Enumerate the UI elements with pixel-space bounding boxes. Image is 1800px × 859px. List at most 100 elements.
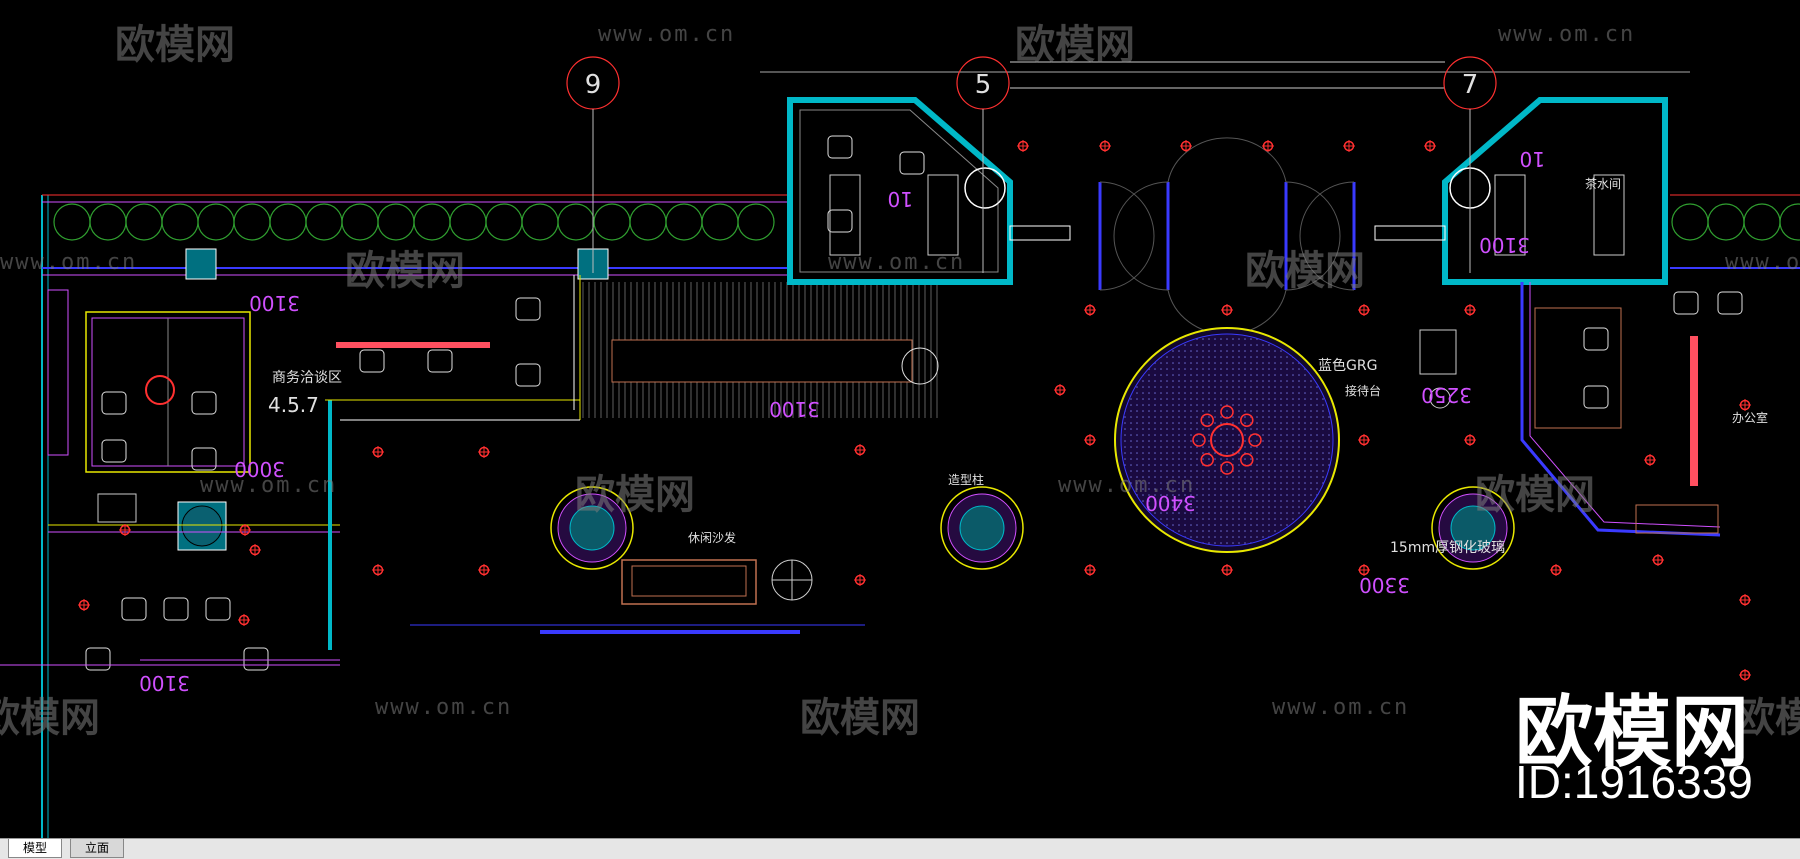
ceiling-light <box>238 614 250 626</box>
ceiling-light <box>1221 564 1233 576</box>
dimension-label: 3400 <box>1145 491 1196 515</box>
round-column <box>550 486 634 570</box>
chair <box>1717 291 1743 315</box>
room-label: 办公室 <box>1732 410 1768 425</box>
chair <box>427 349 453 373</box>
chair <box>515 363 541 387</box>
ceiling-light <box>854 574 866 586</box>
tab-model[interactable]: 模型 <box>8 839 63 858</box>
watermark-logo: 欧模网 <box>1735 695 1800 741</box>
glass-partition <box>0 624 865 666</box>
axis-label: 9 <box>585 70 602 100</box>
room-label: 接待台 <box>1345 383 1381 398</box>
light-fixture <box>901 347 939 385</box>
ceiling-light <box>1739 399 1751 411</box>
planting-strip <box>53 203 1800 241</box>
dimension-label: 3300 <box>1359 573 1410 597</box>
room-label: 15mm厚钢化玻璃 <box>1390 539 1505 556</box>
ceiling-light <box>478 446 490 458</box>
meeting-room <box>47 275 581 650</box>
grg-ceiling-circle <box>1114 327 1340 553</box>
watermark-logo: 欧模网 <box>1245 248 1365 294</box>
lounge-sofa <box>621 559 813 605</box>
watermark-logo: 欧模网 <box>345 248 465 294</box>
shrub <box>233 203 271 241</box>
ceiling-light <box>119 524 131 536</box>
shrub <box>701 203 739 241</box>
watermark-url: www.om.cn <box>0 250 138 275</box>
dimension-label: 3250 <box>1421 383 1472 407</box>
ceiling-light <box>1054 384 1066 396</box>
watermark-url: www.om.cn <box>1058 473 1196 498</box>
shrub <box>305 203 343 241</box>
shrub <box>737 203 775 241</box>
layout-tab-bar: 模型 立面 <box>0 838 1800 859</box>
ceiling-light <box>1739 669 1751 681</box>
shrub <box>161 203 199 241</box>
ceiling-light <box>1358 304 1370 316</box>
watermark-url: www.om.cn <box>1725 250 1800 275</box>
shrub <box>125 203 163 241</box>
dimension-label: 3100 <box>1479 233 1530 257</box>
shrub <box>413 203 451 241</box>
round-column <box>940 486 1024 570</box>
dimension-label: 10 <box>1520 147 1545 171</box>
shrub <box>449 203 487 241</box>
dimension-label: 10 <box>888 187 913 211</box>
watermark-url: www.om.cn <box>598 22 736 47</box>
stair-landing <box>611 339 913 383</box>
ceiling-light <box>1099 140 1111 152</box>
chandelier <box>1192 405 1262 475</box>
ceiling-light <box>1424 140 1436 152</box>
room-label: 造型柱 <box>948 472 984 487</box>
watermark-logo: 欧模网 <box>800 695 920 741</box>
ceiling-light <box>1180 140 1192 152</box>
ceiling-light <box>1221 304 1233 316</box>
round-columns <box>550 486 1515 570</box>
ceiling-light <box>1084 564 1096 576</box>
ceiling-light <box>78 599 90 611</box>
chair <box>163 597 189 621</box>
chair <box>1583 327 1609 351</box>
shrub <box>593 203 631 241</box>
watermark-url: www.om.cn <box>200 473 338 498</box>
axis-label: 5 <box>975 70 992 100</box>
axis-marker: 9 <box>566 56 620 273</box>
watermark-logo: 欧模网 <box>1015 22 1135 68</box>
ceiling-light <box>478 564 490 576</box>
shrub <box>629 203 667 241</box>
ceiling-light <box>372 564 384 576</box>
stair-hatch <box>582 282 939 418</box>
chair <box>359 349 385 373</box>
room-label: 商务洽谈区 <box>272 370 342 386</box>
chair <box>121 597 147 621</box>
shrub <box>557 203 595 241</box>
shrub <box>377 203 415 241</box>
ceiling-light <box>854 444 866 456</box>
reception-desk <box>1419 282 1721 537</box>
chair <box>1583 385 1609 409</box>
watermark-url: www.om.cn <box>1272 695 1410 720</box>
shrub <box>665 203 703 241</box>
ceiling-light <box>372 446 384 458</box>
ceiling-light <box>1084 434 1096 446</box>
room-label: 休闲沙发 <box>688 530 736 545</box>
dimension-label: 3100 <box>769 397 820 421</box>
ceiling-light <box>1464 434 1476 446</box>
shrub <box>1743 203 1781 241</box>
dimension-label: 3100 <box>249 291 300 315</box>
chair <box>191 391 217 415</box>
ceiling-light <box>1464 304 1476 316</box>
room-label: 4.5.7 <box>268 393 319 417</box>
chair <box>1673 291 1699 315</box>
chair <box>515 297 541 321</box>
tab-elevation[interactable]: 立面 <box>70 839 125 858</box>
shrub <box>1671 203 1709 241</box>
shrub <box>1779 203 1800 241</box>
round-column <box>1431 486 1515 570</box>
